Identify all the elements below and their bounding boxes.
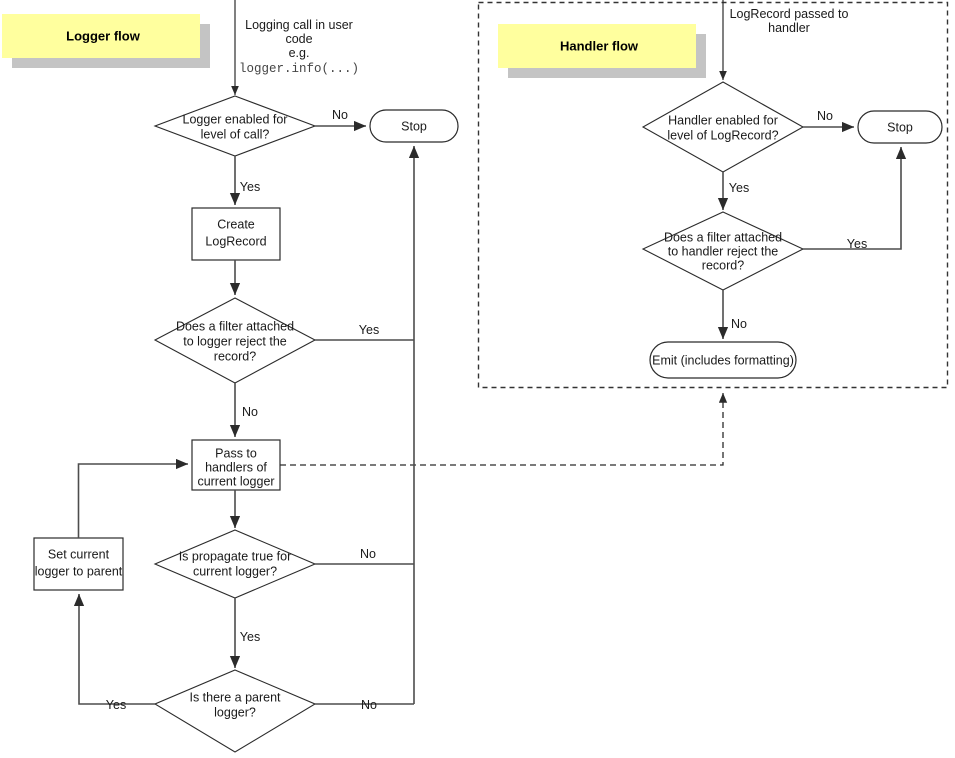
terminator-handler-stop	[857, 110, 943, 144]
decision-handler-filter-line1: Does a filter attached	[664, 230, 782, 244]
handler-flow-group-border	[477, 1, 949, 389]
logger-entry-annotation-line2: code	[285, 32, 312, 46]
edge-set-parent-to-pass	[77, 458, 189, 538]
process-pass-to-handlers-line3: current logger	[197, 474, 274, 488]
edge-label-parent-yes: Yes	[106, 698, 126, 712]
handler-flow-title-box	[498, 24, 696, 68]
logger-entry-annotation-line3: e.g.	[289, 46, 310, 60]
edge-label-logger-enabled-no: No	[332, 108, 348, 122]
edge-parent-yes	[73, 593, 155, 705]
decision-handler-enabled-line1: Handler enabled for	[668, 113, 778, 127]
decision-logger-filter-line2: to logger reject the	[183, 334, 287, 348]
handler-flow-title: Handler flow	[560, 38, 639, 53]
logger-flow-title-box	[2, 14, 200, 58]
process-create-logrecord-line1: Create	[217, 217, 255, 231]
process-pass-to-handlers	[191, 439, 281, 491]
process-set-current-logger-parent-line1: Set current	[48, 547, 110, 561]
edge-handler-filter-yes	[803, 146, 907, 250]
edge-label-propagate-no: No	[360, 547, 376, 561]
edge-label-propagate-yes: Yes	[240, 630, 260, 644]
decision-logger-enabled-line2: level of call?	[201, 127, 270, 141]
edge-label-logger-enabled-yes: Yes	[240, 180, 260, 194]
decision-logger-filter-line3: record?	[214, 349, 256, 363]
decision-parent-logger	[153, 669, 317, 753]
decision-propagate-line1: Is propagate true for	[179, 549, 292, 563]
edge-pass-to-handler-flow-dashed	[280, 392, 728, 466]
handler-entry-annotation-line1: LogRecord passed to	[730, 7, 849, 21]
edge-label-handler-enabled-yes: Yes	[729, 181, 749, 195]
terminator-emit	[649, 341, 797, 379]
decision-logger-filter-line1: Does a filter attached	[176, 319, 294, 333]
edge-label-handler-enabled-no: No	[817, 109, 833, 123]
edge-label-parent-no: No	[361, 698, 377, 712]
edge-label-handler-filter-no: No	[731, 317, 747, 331]
handler-entry-annotation-line2: handler	[768, 21, 810, 35]
terminator-emit-label: Emit (includes formatting)	[652, 353, 794, 367]
logger-flow-title: Logger flow	[66, 28, 141, 43]
decision-handler-filter-line3: record?	[702, 258, 744, 272]
process-set-current-logger-parent	[33, 537, 124, 591]
process-pass-to-handlers-line1: Pass to	[215, 446, 257, 460]
edge-label-handler-filter-yes: Yes	[847, 237, 867, 251]
process-create-logrecord	[191, 207, 281, 261]
process-create-logrecord-line2: LogRecord	[205, 234, 266, 248]
process-pass-to-handlers-line2: handlers of	[205, 460, 267, 474]
process-set-current-logger-parent-line2: logger to parent	[35, 564, 123, 578]
terminator-handler-stop-label: Stop	[887, 120, 913, 134]
edge-label-logger-filter-yes: Yes	[359, 323, 379, 337]
decision-handler-enabled-line2: level of LogRecord?	[667, 128, 778, 142]
logger-entry-annotation-code: logger.info(...)	[239, 62, 359, 76]
terminator-logger-stop	[369, 109, 459, 143]
edge-label-logger-filter-no: No	[242, 405, 258, 419]
decision-logger-enabled-line1: Logger enabled for	[183, 112, 288, 126]
terminator-logger-stop-label: Stop	[401, 119, 427, 133]
decision-parent-logger-line1: Is there a parent	[189, 690, 281, 704]
decision-handler-filter-line2: to handler reject the	[668, 244, 779, 258]
logger-entry-annotation-line1: Logging call in user	[245, 18, 353, 32]
decision-propagate-line2: current logger?	[193, 564, 277, 578]
decision-parent-logger-line2: logger?	[214, 705, 256, 719]
